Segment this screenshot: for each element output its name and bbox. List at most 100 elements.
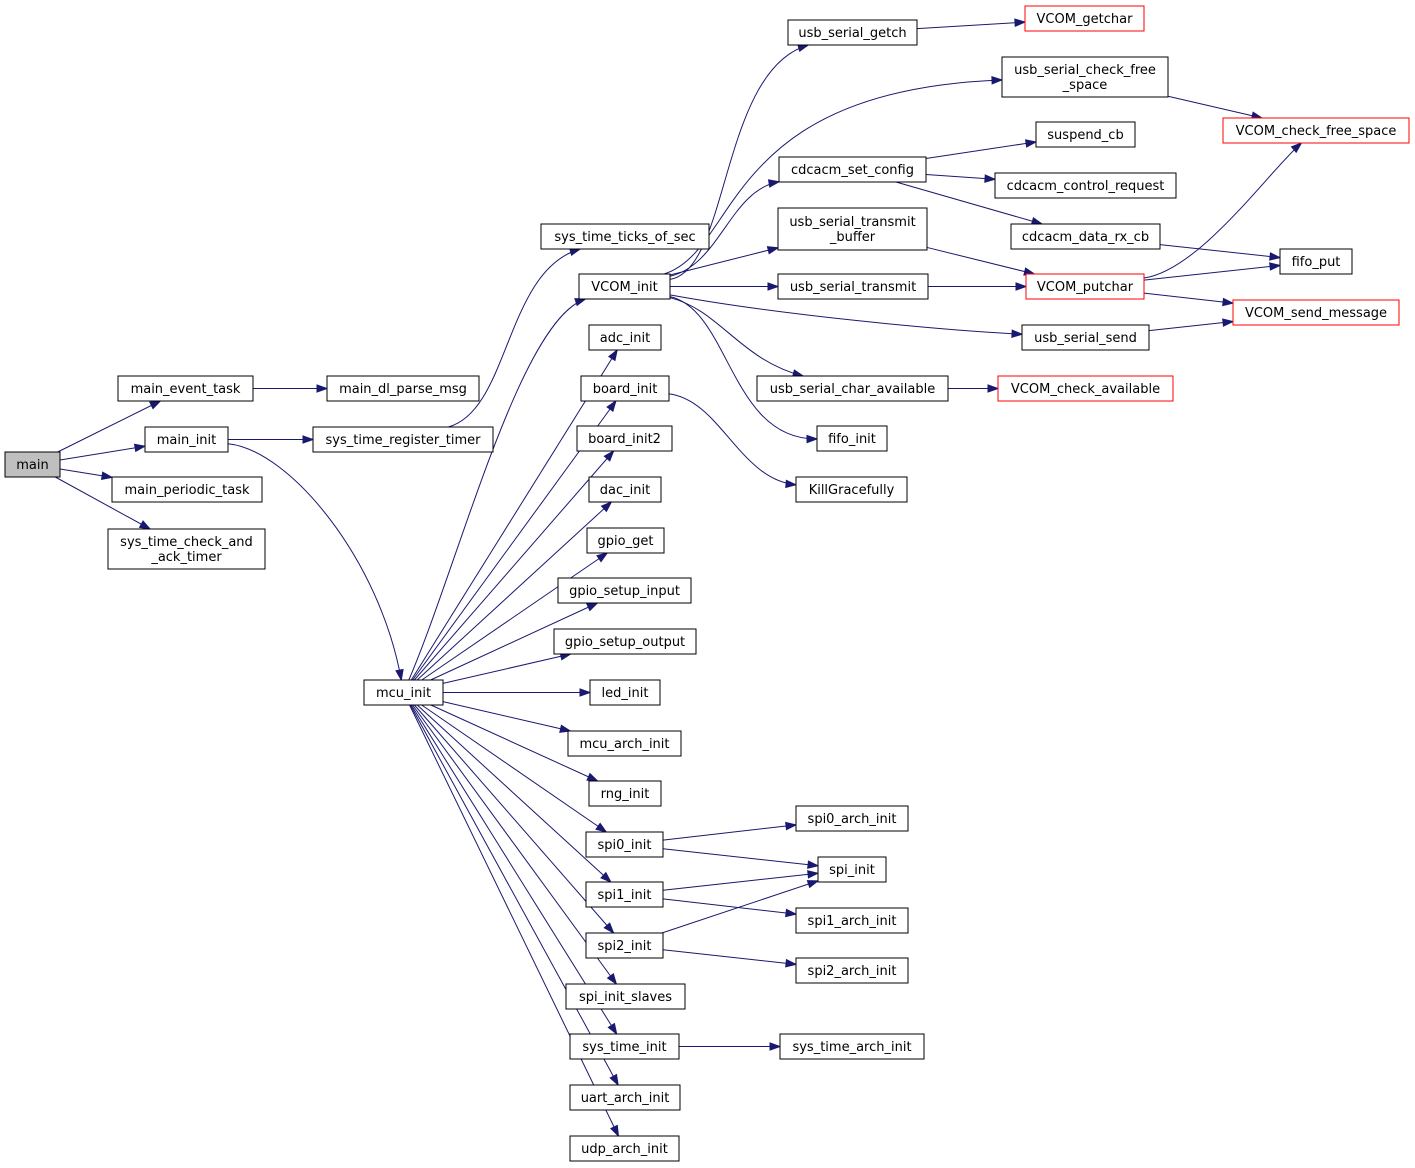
node-mcu-init[interactable]: mcu_init <box>363 679 444 706</box>
node-spi2-init[interactable]: spi2_init <box>585 932 664 959</box>
edge-cdcacm_data_rx_cb-to-fifo_put <box>1159 244 1282 261</box>
node-label: cdcacm_control_request <box>1007 179 1165 194</box>
node-board-init[interactable]: board_init <box>580 375 670 402</box>
node-fifo-init[interactable]: fifo_init <box>816 425 888 452</box>
node-dac-init[interactable]: dac_init <box>588 476 662 503</box>
edge-mcu_init-to-mcu_arch_init <box>442 701 572 733</box>
node-gpio-get[interactable]: gpio_get <box>586 527 665 554</box>
node-main-event-task[interactable]: main_event_task <box>117 375 254 402</box>
node-fifo-put[interactable]: fifo_put <box>1279 248 1353 275</box>
node-VCOM-check-available[interactable]: VCOM_check_available <box>997 375 1174 402</box>
edge-line <box>442 701 571 732</box>
arrowhead-icon <box>609 1073 619 1087</box>
node-gpio-setup-input[interactable]: gpio_setup_input <box>557 577 692 604</box>
node-main-periodic-task[interactable]: main_periodic_task <box>111 476 263 503</box>
node-label: _ack_timer <box>150 550 222 565</box>
edge-mcu_init-to-board_init2 <box>413 449 615 681</box>
arrowhead-icon <box>1269 262 1282 271</box>
node-sys-time-init[interactable]: sys_time_init <box>569 1033 680 1060</box>
node-spi2-arch-init[interactable]: spi2_arch_init <box>795 957 909 984</box>
node-usb-serial-char-available[interactable]: usb_serial_char_available <box>756 375 949 402</box>
edge-VCOM_init-to-cdcacm_set_config <box>669 179 781 277</box>
node-cdcacm-control-request[interactable]: cdcacm_control_request <box>994 172 1177 199</box>
node-label: VCOM_send_message <box>1245 306 1387 321</box>
node-box <box>795 805 909 832</box>
node-adc-init[interactable]: adc_init <box>588 324 662 351</box>
node-led-init[interactable]: led_init <box>589 679 661 706</box>
edge-line <box>1143 264 1281 281</box>
node-mcu-arch-init[interactable]: mcu_arch_init <box>567 730 682 757</box>
node-gpio-setup-output[interactable]: gpio_setup_output <box>553 628 697 655</box>
node-main-init[interactable]: main_init <box>144 426 229 453</box>
node-usb-serial-getch[interactable]: usb_serial_getch <box>787 19 918 46</box>
edge-usb_serial_send-to-VCOM_send_message <box>1148 318 1235 332</box>
node-spi1-init[interactable]: spi1_init <box>585 881 664 908</box>
node-VCOM-send-message[interactable]: VCOM_send_message <box>1232 299 1400 326</box>
node-sys-time-register-timer[interactable]: sys_time_register_timer <box>312 426 494 453</box>
node-box <box>816 425 888 452</box>
edge-line <box>413 450 615 681</box>
node-label: sys_time_register_timer <box>326 433 482 448</box>
arrowhead-icon <box>767 179 781 188</box>
node-label: led_init <box>602 686 649 701</box>
arrowhead-icon <box>807 860 820 869</box>
node-spi1-arch-init[interactable]: spi1_arch_init <box>795 907 909 934</box>
edge-spi2_init-to-spi2_arch_init <box>662 949 798 968</box>
node-box <box>569 1084 681 1111</box>
node-spi0-init[interactable]: spi0_init <box>585 831 664 858</box>
node-board-init2[interactable]: board_init2 <box>576 425 673 452</box>
edge-line <box>1143 292 1234 304</box>
node-cdcacm-set-config[interactable]: cdcacm_set_config <box>778 156 927 183</box>
arrowhead-icon <box>586 602 599 612</box>
node-box <box>585 831 664 858</box>
node-udp-arch-init[interactable]: udp_arch_init <box>569 1135 680 1162</box>
edge-main-to-main_event_task <box>57 400 162 453</box>
edge-spi1_init-to-spi1_arch_init <box>662 898 798 918</box>
edge-spi0_init-to-spi0_arch_init <box>662 821 798 841</box>
node-box <box>588 476 662 503</box>
arrowhead-icon <box>1222 297 1235 307</box>
node-sys-time-check-and-ack-timer[interactable]: sys_time_check_and_ack_timer <box>107 528 266 570</box>
node-cdcacm-data-rx-cb[interactable]: cdcacm_data_rx_cb <box>1010 223 1161 250</box>
node-KillGracefully[interactable]: KillGracefully <box>795 476 908 503</box>
edge-line <box>55 476 151 530</box>
node-label: KillGracefully <box>809 483 895 498</box>
arrowhead-icon <box>785 958 798 968</box>
node-sys-time-ticks-of-sec[interactable]: sys_time_ticks_of_sec <box>540 223 710 250</box>
node-VCOM-init[interactable]: VCOM_init <box>578 273 671 300</box>
node-rng-init[interactable]: rng_init <box>588 780 662 807</box>
node-box <box>111 476 263 503</box>
node-sys-time-arch-init[interactable]: sys_time_arch_init <box>779 1033 925 1060</box>
edge-line <box>669 296 818 440</box>
edge-line <box>416 501 612 681</box>
edge-line <box>408 298 586 681</box>
node-usb-serial-transmit-buffer[interactable]: usb_serial_transmit_buffer <box>777 207 928 251</box>
node-spi-init-slaves[interactable]: spi_init_slaves <box>565 983 686 1010</box>
edge-line <box>668 393 797 486</box>
edge-VCOM_putchar-to-VCOM_send_message <box>1143 292 1235 307</box>
node-spi-init[interactable]: spi_init <box>817 856 887 883</box>
node-VCOM-putchar[interactable]: VCOM_putchar <box>1025 273 1145 300</box>
node-usb-serial-transmit[interactable]: usb_serial_transmit <box>777 273 929 300</box>
arrowhead-icon <box>806 434 819 444</box>
edge-mcu_init-to-uart_arch_init <box>409 704 619 1087</box>
node-suspend-cb[interactable]: suspend_cb <box>1035 121 1136 148</box>
node-spi0-arch-init[interactable]: spi0_arch_init <box>795 805 909 832</box>
arrowhead-icon <box>133 443 147 453</box>
node-usb-serial-check-free-space[interactable]: usb_serial_check_free_space <box>1001 56 1169 98</box>
node-usb-serial-send[interactable]: usb_serial_send <box>1021 324 1150 351</box>
arrowhead-icon <box>606 399 617 413</box>
arrowhead-icon <box>1222 318 1235 327</box>
node-VCOM-getchar[interactable]: VCOM_getchar <box>1024 5 1145 32</box>
node-box <box>580 375 670 402</box>
node-label: rng_init <box>601 787 650 802</box>
node-VCOM-check-free-space[interactable]: VCOM_check_free_space <box>1222 117 1410 144</box>
node-main-dl-parse-msg[interactable]: main_dl_parse_msg <box>326 375 480 402</box>
node-main[interactable]: main <box>4 451 61 478</box>
arrowhead-icon <box>579 688 592 697</box>
edge-VCOM_init-to-fifo_init <box>669 296 819 444</box>
node-uart-arch-init[interactable]: uart_arch_init <box>569 1084 681 1111</box>
arrowhead-icon <box>1290 142 1303 154</box>
edge-main-to-main_periodic_task <box>59 468 114 480</box>
edge-line <box>662 824 797 841</box>
